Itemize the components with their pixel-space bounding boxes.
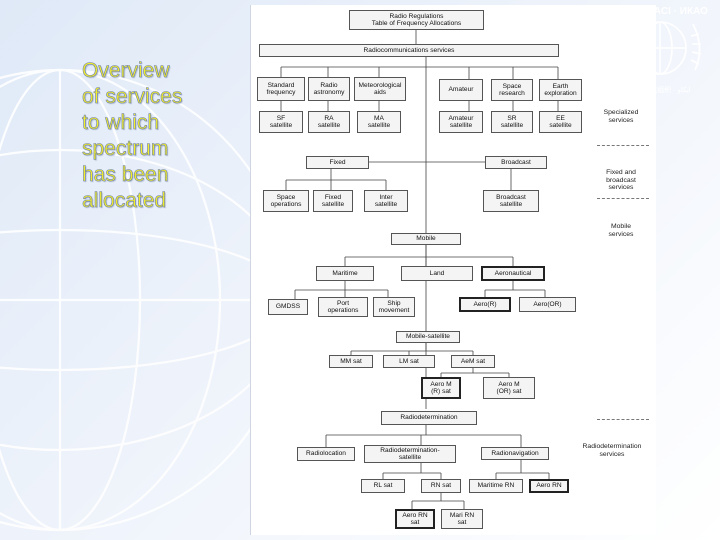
box-aero-m-r-sat: Aero M (R) sat [421, 377, 461, 399]
box-aero-or: Aero(OR) [519, 297, 576, 312]
divider-specialized [597, 145, 649, 146]
box-inter-satellite: Inter satellite [364, 190, 408, 212]
label-fixed-broadcast-services: Fixed and broadcast services [606, 169, 636, 192]
box-amateur-satellite: Amateur satellite [439, 111, 483, 133]
box-mobile-satellite: Mobile-satellite [396, 331, 460, 343]
box-standard-frequency: Standard frequency [257, 77, 305, 101]
box-aero-r: Aero(R) [459, 297, 511, 312]
box-fixed: Fixed [306, 156, 369, 169]
box-aeronautical: Aeronautical [481, 266, 545, 281]
box-space-research: Space research [491, 79, 533, 101]
box-port-operations: Port operations [318, 297, 368, 317]
box-rn-sat: RN sat [421, 479, 461, 493]
box-radio-astronomy: Radio astronomy [308, 77, 350, 101]
box-amateur: Amateur [439, 79, 483, 101]
box-land: Land [401, 266, 473, 281]
box-aem-sat: AeM sat [451, 355, 495, 368]
box-mobile: Mobile [391, 233, 461, 245]
box-sf-satellite: SF satellite [259, 111, 303, 133]
box-earth-exploration: Earth exploration [539, 79, 582, 101]
frequency-allocation-chart: Radio Regulations Table of Frequency All… [250, 5, 656, 535]
box-aero-rn: Aero RN [529, 479, 569, 493]
box-rl-sat: RL sat [361, 479, 405, 493]
box-radiolocation: Radiolocation [297, 447, 355, 461]
box-gmdss: GMDSS [268, 299, 308, 315]
globe-decoration [0, 68, 260, 532]
box-radiodetermination-satellite: Radiodetermination- satellite [364, 445, 456, 463]
logo-text-lower: 国际民航组织 · ايكاو [629, 85, 691, 94]
box-broadcast-satellite: Broadcast satellite [483, 190, 539, 212]
box-aero-rn-sat: Aero RN sat [395, 509, 435, 529]
box-space-operations: Space operations [263, 190, 309, 212]
label-specialized-services: Specialized services [603, 109, 639, 124]
logo-text: ICAO · OACI · ИКАО [612, 6, 708, 17]
box-mm-sat: MM sat [329, 355, 373, 368]
divider-fixed-broadcast [597, 198, 649, 199]
box-ship-movement: Ship movement [373, 297, 415, 317]
box-maritime: Maritime [316, 266, 374, 281]
box-broadcast: Broadcast [485, 156, 547, 169]
box-ee-satellite: EE satellite [539, 111, 582, 133]
box-radiocommunications-services: Radiocommunications services [259, 44, 559, 57]
label-mobile-services: Mobile services [608, 223, 634, 238]
box-ra-satellite: RA satellite [308, 111, 350, 133]
box-maritime-rn: Maritime RN [469, 479, 523, 493]
box-radionavigation: Radionavigation [481, 447, 549, 460]
box-aero-m-or-sat: Aero M (OR) sat [483, 377, 535, 399]
label-radiodetermination-services: Radiodetermination services [582, 443, 642, 458]
box-meteorological-aids: Meteorological aids [354, 77, 406, 101]
box-lm-sat: LM sat [383, 355, 435, 368]
box-radiodetermination: Radiodetermination [381, 411, 477, 425]
box-ma-satellite: MA satellite [357, 111, 401, 133]
box-sr-satellite: SR satellite [491, 111, 533, 133]
box-mari-rn-sat: Mari RN sat [441, 509, 483, 529]
slide-title: Overview of services to which spectrum h… [82, 59, 183, 213]
box-fixed-satellite: Fixed satellite [313, 190, 353, 212]
box-radio-regulations: Radio Regulations Table of Frequency All… [349, 10, 484, 30]
divider-mobile [597, 419, 649, 420]
